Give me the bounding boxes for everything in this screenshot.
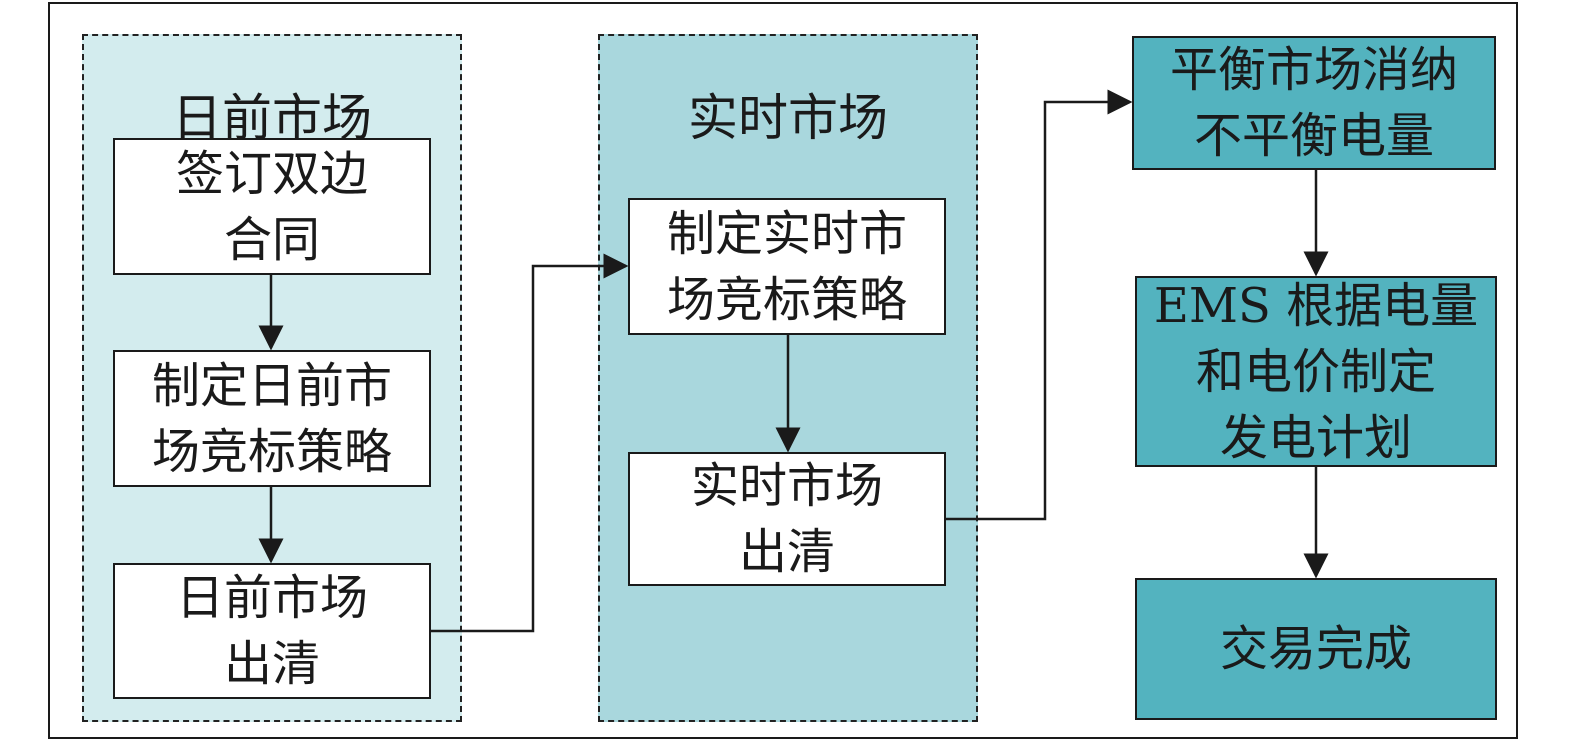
day-ahead-bidding-strategy-label: 制定日前市 场竞标策略 xyxy=(151,357,392,480)
day-ahead-market-title: 日前市场 xyxy=(172,89,372,147)
balancing-market-label: 平衡市场消纳 不平衡电量 xyxy=(1169,42,1458,164)
balancing-market-box: 平衡市场消纳 不平衡电量 xyxy=(1132,36,1496,170)
trade-complete-box: 交易完成 xyxy=(1135,578,1497,720)
ems-generation-plan-box: EMS 根据电量 和电价制定 发电计划 xyxy=(1135,276,1497,467)
ems-generation-plan-label: EMS 根据电量 和电价制定 发电计划 xyxy=(1153,277,1479,466)
day-ahead-clearing-label: 日前市场 出清 xyxy=(175,570,368,692)
sign-bilateral-contract-label: 签订双边 合同 xyxy=(175,145,368,268)
real-time-market-panel: 实时市场 xyxy=(598,34,978,722)
real-time-clearing-label: 实时市场 出清 xyxy=(690,458,883,580)
trade-complete-label: 交易完成 xyxy=(1219,621,1412,677)
sign-bilateral-contract-box: 签订双边 合同 xyxy=(113,138,431,275)
day-ahead-bidding-strategy-box: 制定日前市 场竞标策略 xyxy=(113,350,431,487)
day-ahead-clearing-box: 日前市场 出清 xyxy=(113,563,431,699)
real-time-bidding-strategy-box: 制定实时市 场竞标策略 xyxy=(628,198,946,335)
real-time-clearing-box: 实时市场 出清 xyxy=(628,452,946,586)
real-time-market-title: 实时市场 xyxy=(688,89,888,147)
real-time-bidding-strategy-label: 制定实时市 场竞标策略 xyxy=(666,205,907,328)
